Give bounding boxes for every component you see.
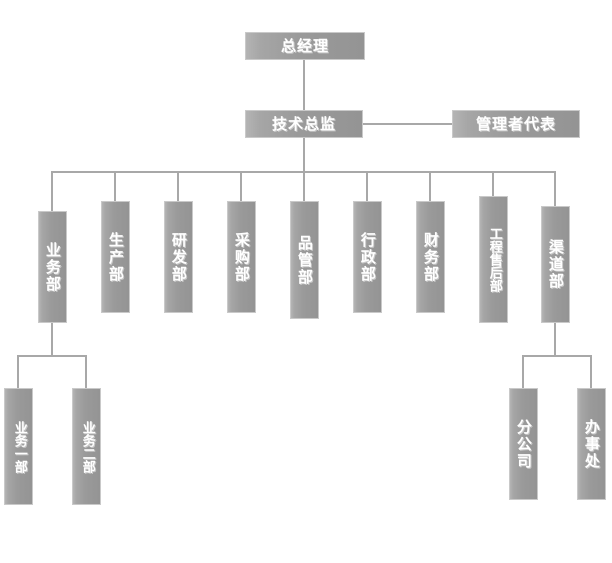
connector-gm-to-technical-director — [303, 60, 305, 110]
connector-drop-department-1 — [51, 171, 53, 211]
node-department-channel[interactable]: 渠道部 — [541, 206, 570, 323]
node-channel-office[interactable]: 办事处 — [577, 388, 606, 500]
node-department-business[interactable]: 业务部 — [38, 211, 67, 323]
node-general-manager[interactable]: 总经理 — [245, 32, 365, 60]
connector-drop-business-sub-1 — [17, 355, 19, 388]
connector-channel-to-sub-bus — [554, 323, 556, 355]
connector-drop-department-5 — [303, 171, 305, 211]
connector-drop-channel-sub-1 — [522, 355, 524, 388]
node-department-quality-control[interactable]: 品管部 — [290, 201, 319, 319]
connector-drop-business-sub-2 — [85, 355, 87, 388]
node-department-purchasing[interactable]: 采购部 — [227, 201, 256, 313]
node-management-representative[interactable]: 管理者代表 — [452, 110, 580, 138]
node-department-finance[interactable]: 财务部 — [416, 201, 445, 313]
connector-drop-channel-sub-2 — [590, 355, 592, 388]
connector-business-sub-bus — [17, 355, 87, 357]
node-business-unit-1[interactable]: 业务一部 — [4, 388, 33, 505]
connector-technical-director-to-management-representative — [363, 123, 452, 125]
connector-business-to-sub-bus — [51, 323, 53, 355]
connector-drop-department-7 — [429, 171, 431, 211]
node-department-rnd[interactable]: 研发部 — [164, 201, 193, 313]
connector-channel-sub-bus — [522, 355, 592, 357]
node-department-production[interactable]: 生产部 — [101, 201, 130, 313]
connector-drop-department-4 — [240, 171, 242, 211]
connector-drop-department-3 — [177, 171, 179, 211]
connector-drop-department-6 — [366, 171, 368, 211]
connector-drop-department-2 — [114, 171, 116, 211]
connector-technical-director-to-department-bus — [303, 138, 305, 171]
node-channel-branch-company[interactable]: 分公司 — [509, 388, 538, 500]
connector-drop-department-9 — [554, 171, 556, 211]
node-technical-director[interactable]: 技术总监 — [245, 110, 363, 138]
node-business-unit-2[interactable]: 业务二部 — [72, 388, 101, 505]
node-department-engineering-aftersales[interactable]: 工程售后部 — [479, 196, 508, 323]
connector-drop-department-8 — [492, 171, 494, 211]
node-department-administration[interactable]: 行政部 — [353, 201, 382, 313]
